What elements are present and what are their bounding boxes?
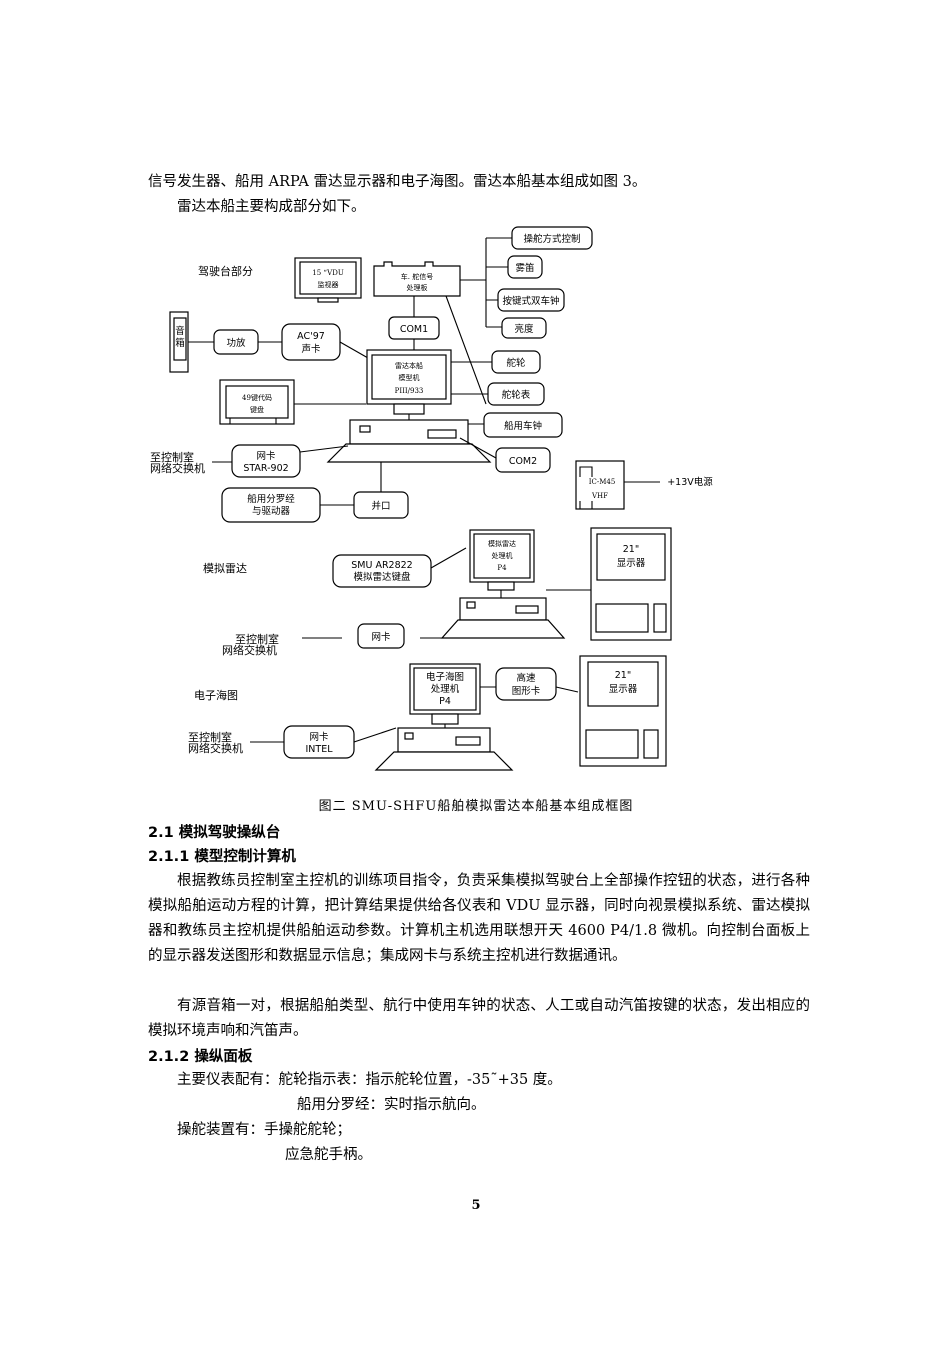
svg-text:键盘: 键盘 <box>250 405 264 414</box>
svg-text:显示器: 显示器 <box>617 558 646 569</box>
heading-2-1: 2.1 模拟驾驶操纵台 <box>148 825 281 841</box>
svg-text:舵轮表: 舵轮表 <box>502 389 531 401</box>
keyboard-49-box: 49键代码 键盘 <box>219 379 295 425</box>
steering-line-2: 应急舵手柄。 <box>285 1147 372 1163</box>
radar-processor-pc: 模拟雷达 处理机 P4 <box>440 529 566 639</box>
speaker-box: 音 箱 <box>169 311 189 373</box>
dual-telegraph-box: 按键式双车钟 <box>497 288 565 312</box>
svg-text:VHF: VHF <box>591 492 608 500</box>
net-switch-label-1a: 至控制室 <box>150 450 194 464</box>
smu-keyboard-box: SMU AR2822 模拟雷达键盘 <box>332 554 432 588</box>
fog-horn-box: 雾笛 <box>507 255 543 279</box>
svg-text:IC-M45: IC-M45 <box>589 478 616 486</box>
svg-text:高速: 高速 <box>516 672 536 684</box>
rudder-meter-box: 舵轮表 <box>487 382 545 406</box>
net-switch-label-3a: 至控制室 <box>188 730 232 744</box>
svg-text:SMU AR2822: SMU AR2822 <box>351 560 412 571</box>
vhf-radio-box: IC-M45 VHF <box>575 460 625 510</box>
svg-text:箱: 箱 <box>175 337 185 349</box>
heading-2-1-1: 2.1.1 模型控制计算机 <box>148 849 296 865</box>
steering-line-1: 操舵装置有：手操舵舵轮； <box>177 1122 351 1138</box>
display-21-ecdis: 21" 显示器 <box>579 655 667 767</box>
instrument-line-2: 船用分罗经：实时指示航向。 <box>297 1097 486 1113</box>
svg-text:21": 21" <box>623 544 639 555</box>
net-switch-label-2a: 至控制室 <box>235 632 279 646</box>
svg-text:PIII/933: PIII/933 <box>395 387 424 395</box>
nic-star902-box: 网卡 STAR-902 <box>231 444 301 478</box>
net-switch-label-1b: 网络交换机 <box>150 461 205 475</box>
net-switch-label-2b: 网络交换机 <box>222 643 277 657</box>
svg-text:图形卡: 图形卡 <box>512 685 541 697</box>
svg-text:15 “VDU: 15 “VDU <box>312 269 344 277</box>
com1-box: COM1 <box>388 316 440 340</box>
svg-text:车. 舵信号: 车. 舵信号 <box>401 272 433 281</box>
svg-text:监视器: 监视器 <box>318 280 339 289</box>
svg-text:网卡: 网卡 <box>371 631 391 643</box>
svg-text:按键式双车钟: 按键式双车钟 <box>502 295 559 307</box>
label-bridge-section: 驾驶台部分 <box>198 264 253 278</box>
svg-text:并口: 并口 <box>371 500 390 512</box>
svg-text:船用分罗经: 船用分罗经 <box>247 493 295 505</box>
svg-text:与驱动器: 与驱动器 <box>252 506 291 517</box>
page-number: 5 <box>471 1198 481 1213</box>
steer-mode-box: 操舵方式控制 <box>511 226 593 250</box>
svg-text:INTEL: INTEL <box>305 744 333 755</box>
svg-text:电子海图: 电子海图 <box>426 671 464 683</box>
svg-text:STAR-902: STAR-902 <box>243 463 288 474</box>
svg-text:模拟雷达: 模拟雷达 <box>488 539 516 548</box>
net-switch-label-3b: 网络交换机 <box>188 741 243 755</box>
display-21-radar: 21" 显示器 <box>590 527 672 641</box>
radar-host-monitor: 雷达本船 模型机 PIII/933 <box>326 349 492 463</box>
instrument-line-1: 主要仪表配有：舵轮指示表：指示舵轮位置，-35˜+35 度。 <box>177 1072 562 1088</box>
gpu-box: 高速 图形卡 <box>495 667 557 701</box>
paragraph-control-computer: 根据教练员控制室主控机的训练项目指令，负责采集模拟驾驶台上全部操作控钮的状态，进… <box>148 873 810 964</box>
svg-text:网卡: 网卡 <box>309 731 329 743</box>
svg-text:模型机: 模型机 <box>399 373 420 382</box>
ecdis-processor-pc: 电子海图 处理机 P4 <box>374 663 514 771</box>
svg-text:处理板: 处理板 <box>407 283 428 292</box>
vdu-monitor: 15 “VDU 监视器 <box>294 257 362 303</box>
com2-box: COM2 <box>495 447 551 473</box>
svg-text:49键代码: 49键代码 <box>242 393 272 402</box>
intro-line-1: 信号发生器、船用 ARPA 雷达显示器和电子海图。雷达本船基本组成如图 3。 <box>148 174 647 190</box>
intro-line-2: 雷达本船主要构成部分如下。 <box>177 199 366 215</box>
brightness-box: 亮度 <box>501 317 547 339</box>
svg-text:网卡: 网卡 <box>256 450 276 462</box>
power-supply-label: +13V电源 <box>667 476 713 488</box>
svg-text:亮度: 亮度 <box>514 323 534 335</box>
svg-text:处理机: 处理机 <box>492 551 513 560</box>
nic-intel-box: 网卡 INTEL <box>283 725 355 759</box>
svg-text:COM2: COM2 <box>509 456 537 467</box>
svg-text:操舵方式控制: 操舵方式控制 <box>523 233 580 245</box>
nic-radar-box: 网卡 <box>357 623 405 649</box>
svg-text:P4: P4 <box>497 564 507 572</box>
system-block-diagram: 驾驶台部分 模拟雷达 电子海图 操舵方式控制 雾笛 按键式双车钟 亮度 15 “… <box>150 226 713 771</box>
paragraph-speakers: 有源音箱一对，根据船舶类型、航行中使用车钟的状态、人工或自动汽笛按键的状态，发出… <box>148 998 810 1039</box>
svg-text:处理机: 处理机 <box>431 683 460 695</box>
svg-text:21": 21" <box>615 670 631 681</box>
svg-text:声卡: 声卡 <box>301 343 321 355</box>
compass-box: 船用分罗经 与驱动器 <box>221 487 321 523</box>
svg-text:模拟雷达键盘: 模拟雷达键盘 <box>353 571 411 583</box>
svg-text:雾笛: 雾笛 <box>515 262 534 274</box>
svg-text:P4: P4 <box>439 696 451 707</box>
signal-processing-board: 车. 舵信号 处理板 <box>373 261 461 297</box>
svg-text:雷达本船: 雷达本船 <box>395 361 423 370</box>
figure-caption: 图二 SMU-SHFU船舶模拟雷达本船基本组成框图 <box>318 799 634 814</box>
svg-text:功放: 功放 <box>226 337 246 349</box>
svg-text:COM1: COM1 <box>400 324 428 335</box>
parallel-port-box: 并口 <box>353 491 409 519</box>
svg-text:船用车钟: 船用车钟 <box>504 420 542 432</box>
svg-text:显示器: 显示器 <box>609 684 638 695</box>
label-radar-section: 模拟雷达 <box>203 561 247 575</box>
amplifier-box: 功放 <box>213 329 259 355</box>
sound-card-box: AC'97 声卡 <box>281 323 341 361</box>
wheel-box: 舵轮 <box>491 350 541 374</box>
label-ecdis-section: 电子海图 <box>194 688 238 702</box>
svg-text:舵轮: 舵轮 <box>506 357 526 369</box>
heading-2-1-2: 2.1.2 操纵面板 <box>148 1049 253 1065</box>
telegraph-box: 船用车钟 <box>483 412 563 438</box>
svg-text:AC'97: AC'97 <box>297 331 325 342</box>
svg-text:音: 音 <box>175 325 185 337</box>
